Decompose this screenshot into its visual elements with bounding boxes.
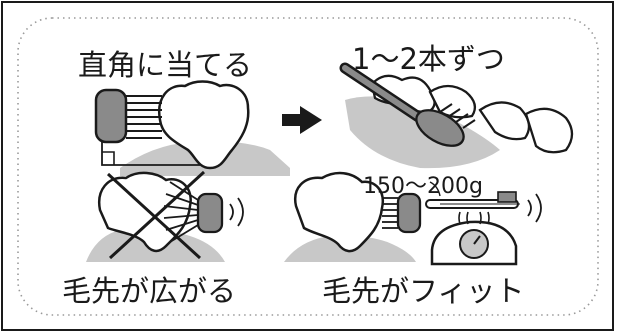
arrow-right-icon — [282, 106, 322, 134]
panel-right-angle — [94, 80, 290, 176]
label-bristles-spread: 毛先が広がる — [62, 274, 237, 308]
tooth — [293, 171, 385, 253]
tooth — [478, 101, 531, 141]
motion-mark — [535, 193, 542, 223]
tooth — [524, 107, 574, 154]
panel-bristles-fit — [284, 171, 542, 266]
brush-head — [196, 192, 224, 234]
panel-bristles-spread — [86, 170, 244, 262]
angle-line — [101, 142, 200, 166]
label-one-or-two-teeth: 1～2本ずつ — [352, 42, 505, 76]
leader-line — [429, 181, 441, 197]
bristles — [382, 197, 398, 229]
label-brushing-force: 150～200g — [363, 174, 483, 199]
label-bristles-fit: 毛先がフィット — [322, 274, 525, 308]
brush-head — [497, 191, 517, 203]
brush-head — [415, 109, 465, 147]
motion-mark — [527, 199, 532, 217]
brush-head — [94, 88, 128, 144]
scale-needle — [473, 235, 481, 245]
tooth — [157, 80, 250, 170]
pressure-mark — [458, 211, 461, 225]
panel-one-or-two-teeth — [339, 62, 574, 169]
bristles — [439, 103, 476, 129]
motion-mark — [229, 203, 234, 221]
tooth — [428, 84, 477, 119]
right-angle-marker — [102, 151, 115, 165]
tooth — [97, 171, 192, 253]
brush-head — [396, 192, 422, 234]
cross-mark — [108, 170, 206, 260]
label-right-angle: 直角に当てる — [78, 48, 253, 82]
motion-mark — [237, 197, 244, 227]
bristles — [126, 95, 162, 139]
